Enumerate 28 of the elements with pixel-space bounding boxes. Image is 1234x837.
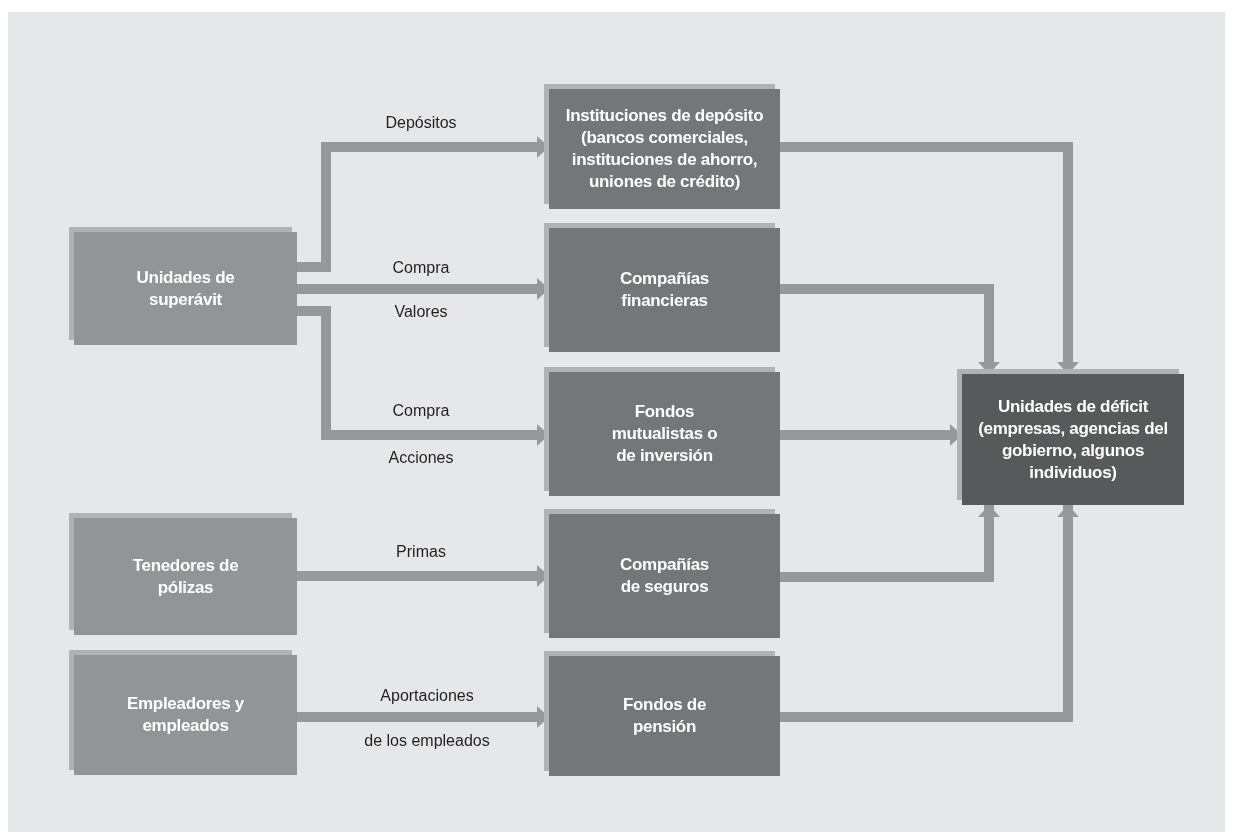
process-box [544, 367, 780, 496]
arrow [780, 505, 1000, 582]
edge-label: Compra [392, 402, 450, 420]
edge-label: Primas [396, 543, 446, 561]
process-box [544, 509, 780, 638]
box-label: Compañías de seguros [619, 554, 710, 598]
flow-caption: de los empleados [364, 732, 490, 750]
process-box [957, 369, 1184, 505]
box-label: Compañías financieras [619, 268, 710, 312]
flow-caption: Acciones [388, 449, 454, 467]
process-box [69, 650, 297, 775]
box-label: Empleadores y empleados [125, 693, 245, 737]
box-label: Unidades de déficit (empresas, agencias del gobierno, algunos individuos) [977, 395, 1169, 484]
edge-label: Aportaciones [380, 687, 474, 705]
box-label: Fondos de pensión [621, 694, 708, 738]
box-label: Unidades de superávit [135, 266, 236, 311]
flow-caption: Valores [394, 303, 448, 321]
process-box [69, 513, 297, 635]
process-box [69, 227, 297, 345]
edge-label: Depósitos [385, 114, 457, 132]
edge-label: Compra [392, 259, 450, 277]
process-box [544, 84, 780, 209]
arrow [780, 505, 1079, 722]
box-label: Tenedores de pólizas [131, 554, 240, 599]
box-label: Instituciones de depósito (bancos comerciales, instituciones de ahorro, uniones de crédito) [564, 105, 765, 193]
box-label: Fondos mutualistas o de inversión [610, 401, 719, 467]
process-box [544, 223, 780, 352]
process-box [544, 651, 780, 776]
